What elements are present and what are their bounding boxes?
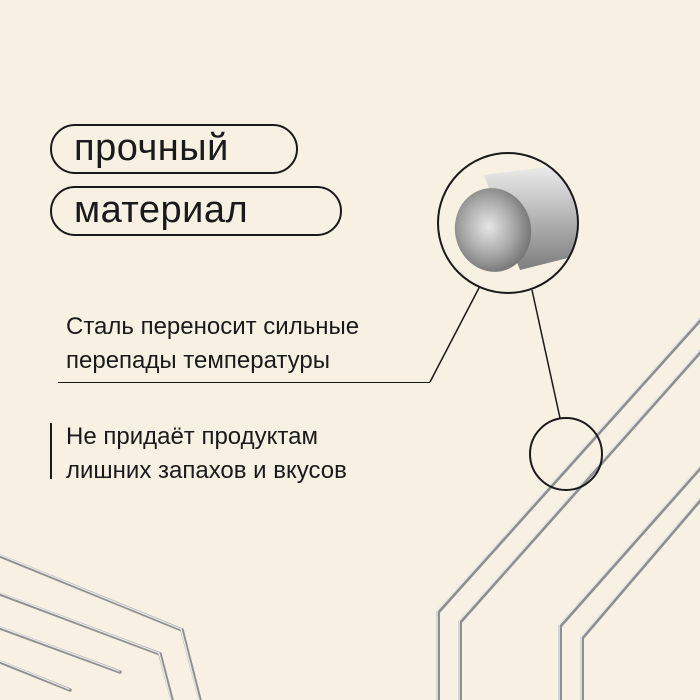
- headline-pill-2: материал: [50, 186, 342, 236]
- headline-pill-1: прочный: [50, 124, 298, 174]
- feature-text-line: перепады температуры: [66, 347, 330, 374]
- feature-vertical-bar: [50, 423, 52, 479]
- focus-circle: [529, 417, 603, 491]
- wire-rack-left: [0, 554, 202, 700]
- feature-text-line: лишних запахов и вкусов: [66, 457, 347, 484]
- feature-no-odor: Не придаёт продуктам лишних запахов и вк…: [66, 420, 347, 488]
- wire-rack-right: [436, 318, 700, 700]
- feature-temperature: Сталь переносит сильные перепады темпера…: [66, 310, 359, 378]
- headline-line-2: материал: [74, 189, 249, 231]
- headline-line-1: прочный: [74, 127, 229, 169]
- callout-lines: [429, 285, 561, 419]
- magnified-rod: [437, 152, 579, 294]
- feature-text-line: Не придаёт продуктам: [66, 423, 318, 450]
- feature-text-line: Сталь переносит сильные: [66, 313, 360, 340]
- feature-underline-divider: [58, 382, 430, 383]
